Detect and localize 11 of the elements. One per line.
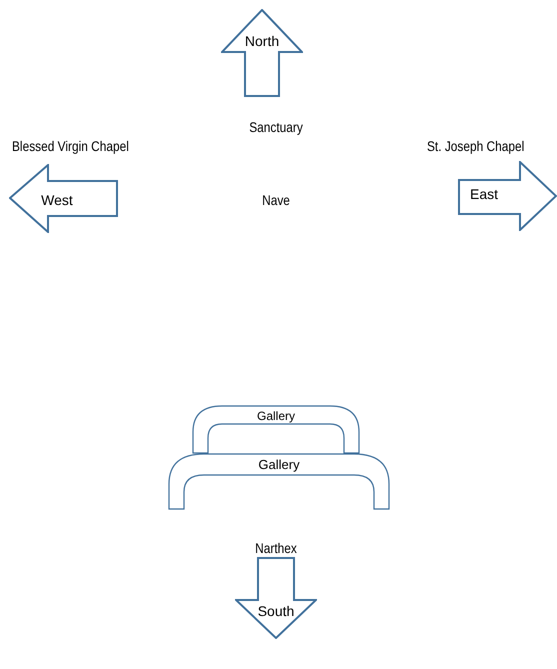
room-label: Sanctuary	[249, 119, 303, 135]
room-label: Nave	[262, 192, 290, 208]
room-label: Narthex	[255, 540, 297, 556]
direction-label: West	[41, 192, 73, 208]
direction-label: East	[470, 186, 498, 202]
direction-label: South	[258, 603, 294, 619]
chapel-label: St. Joseph Chapel	[427, 138, 524, 154]
gallery-label: Gallery	[257, 408, 295, 424]
gallery-label: Gallery	[258, 457, 300, 473]
direction-label: North	[244, 33, 280, 49]
chapel-label: Blessed Virgin Chapel	[12, 138, 129, 154]
